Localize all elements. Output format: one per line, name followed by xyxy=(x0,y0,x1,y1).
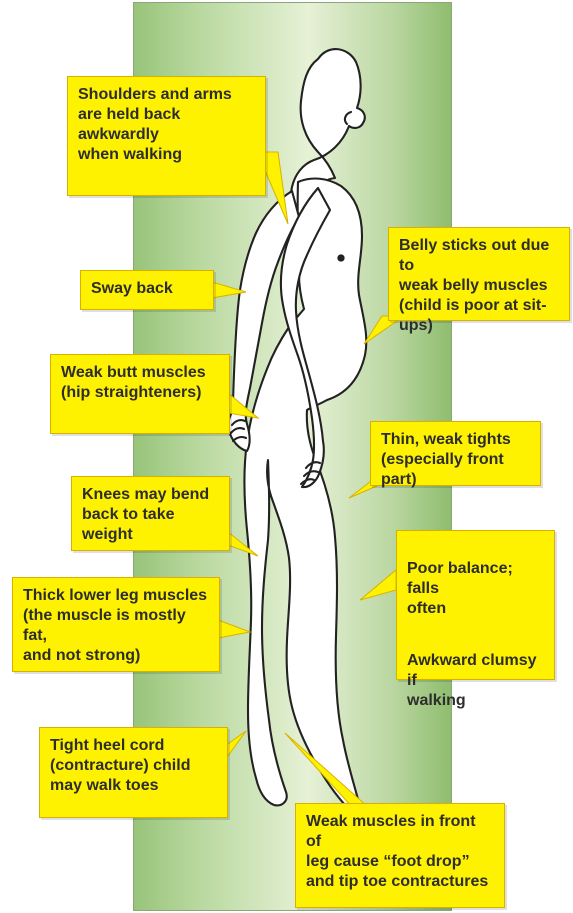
callout-belly: Belly sticks out due to weak belly muscl… xyxy=(388,227,570,321)
callout-weak-butt-muscles: Weak butt muscles (hip straighteners) xyxy=(50,354,230,434)
tail-balance xyxy=(360,570,396,600)
awkward-clumsy-text: Awkward clumsy if walking xyxy=(407,651,544,711)
tail-thick-lower-leg xyxy=(218,620,250,638)
callout-knees: Knees may bend back to take weight xyxy=(71,476,230,551)
tail-butt xyxy=(228,393,258,418)
callout-tight-heel-cord: Tight heel cord (contracture) child may … xyxy=(39,727,228,818)
tail-front-leg xyxy=(285,733,368,807)
tail-heel-cord xyxy=(225,731,246,760)
poor-balance-text: Poor balance; falls often xyxy=(407,559,544,619)
callout-thick-lower-leg: Thick lower leg muscles (the muscle is m… xyxy=(12,577,220,672)
tail-knees xyxy=(228,532,258,556)
callout-balance-awkward: Poor balance; falls often Awkward clumsy… xyxy=(396,530,555,680)
callout-thin-thighs: Thin, weak tights (especially front part… xyxy=(370,421,541,486)
callout-weak-front-leg: Weak muscles in front of leg cause “foot… xyxy=(295,803,505,908)
callout-sway-back: Sway back xyxy=(80,270,214,310)
tail-sway-back xyxy=(212,282,246,298)
callout-shoulders-arms: Shoulders and arms are held back awkward… xyxy=(67,76,266,196)
